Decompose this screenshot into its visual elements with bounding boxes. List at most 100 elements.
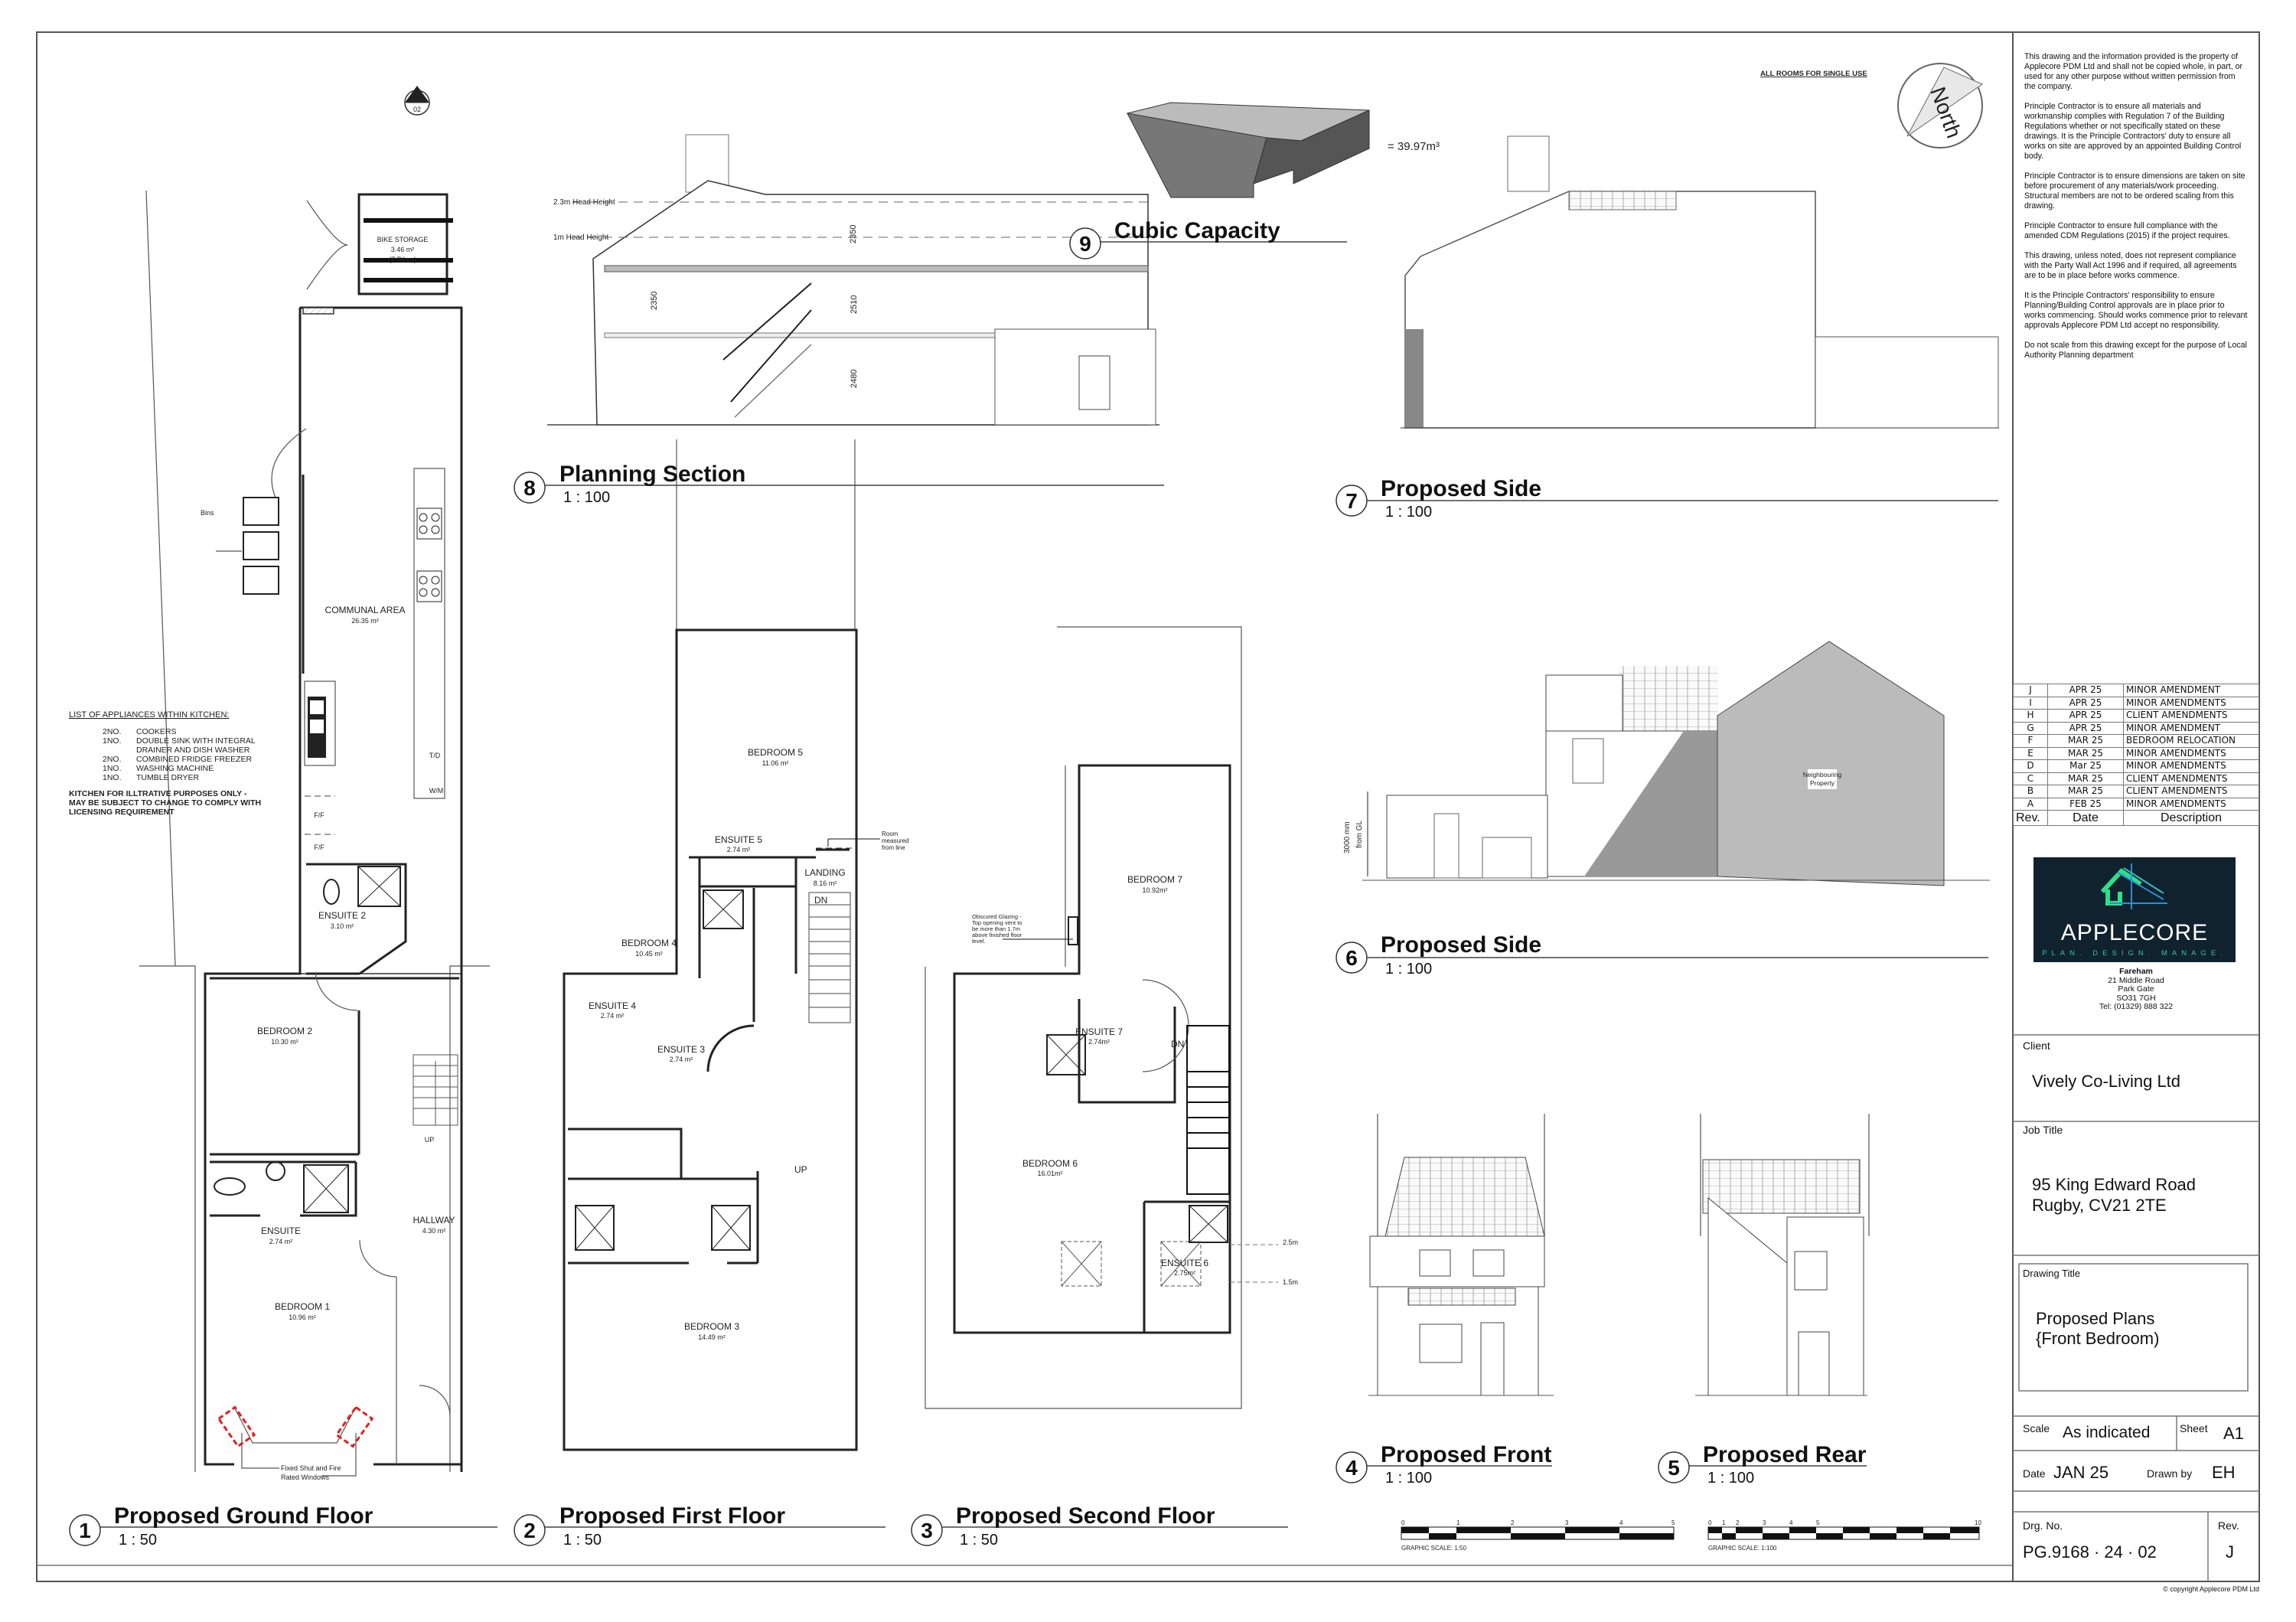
dimension-label: 2350 bbox=[650, 292, 659, 310]
view-title: Proposed First Floor bbox=[559, 1503, 785, 1529]
ensuite-5-label: ENSUITE 5 bbox=[715, 834, 762, 845]
drawing-number: PG.9168 · 24 · 02 bbox=[2023, 1542, 2157, 1562]
stairs-icon bbox=[808, 892, 851, 1023]
scale-label: GRAPHIC SCALE: 1:50 bbox=[1401, 1545, 1466, 1552]
stairs-icon bbox=[1186, 1025, 1230, 1195]
washing-machine-label: W/M bbox=[429, 787, 444, 795]
bedroom-5-area: 11.06 m² bbox=[762, 759, 789, 767]
note-paragraph: Principle Contractor to ensure full comp… bbox=[2024, 221, 2230, 240]
svg-text:10: 10 bbox=[1975, 1519, 1981, 1526]
proposed-side-elevation-7 bbox=[1401, 135, 1999, 429]
svg-text:2: 2 bbox=[1736, 1519, 1740, 1526]
bedroom-4-area: 10.45 m² bbox=[635, 950, 663, 958]
neighbouring-property-label: Property bbox=[1810, 779, 1835, 787]
svg-text:4: 4 bbox=[1619, 1519, 1623, 1526]
svg-text:1NO.: 1NO. bbox=[103, 764, 122, 773]
cubic-capacity-diagram: = 39.97m³ bbox=[1126, 102, 1440, 198]
svg-text:1: 1 bbox=[1456, 1519, 1460, 1526]
ensuite-3-area: 2.74 m² bbox=[670, 1056, 693, 1063]
stairs-up-label: UP bbox=[794, 1164, 807, 1175]
scale-label: GRAPHIC SCALE: 1:100 bbox=[1708, 1545, 1777, 1552]
svg-text:COOKERS: COOKERS bbox=[136, 727, 177, 736]
svg-text:7: 7 bbox=[1345, 489, 1358, 513]
date-value: JAN 25 bbox=[2053, 1463, 2109, 1482]
view-title: Proposed Side bbox=[1381, 932, 1541, 958]
tumble-dryer-label: T/D bbox=[429, 752, 441, 759]
bedroom-3-area: 14.49 m² bbox=[698, 1333, 726, 1341]
general-notes: This drawing and the information provide… bbox=[2024, 52, 2248, 370]
kitchen-note: MAY BE SUBJECT TO CHANGE TO COMPLY WITH bbox=[69, 798, 261, 808]
svg-text:0: 0 bbox=[1401, 1519, 1405, 1526]
bedroom-6-label: BEDROOM 6 bbox=[1022, 1158, 1078, 1169]
graphic-scale-1-100: 0 1 2 3 4 5 10 GRAPHIC SCALE: 1:100 bbox=[1707, 1519, 1981, 1552]
dimension-label: 2480 bbox=[850, 370, 859, 388]
proposed-front-elevation bbox=[1368, 1114, 1554, 1396]
communal-area-area: 26.35 m² bbox=[351, 617, 379, 625]
drawing-title-line: Proposed Plans bbox=[2036, 1309, 2155, 1328]
bedroom-5-label: BEDROOM 5 bbox=[748, 747, 803, 758]
appliances-list: LIST OF APPLIANCES WITHIN KITCHEN: 2NO.C… bbox=[69, 710, 261, 817]
fire-windows-note: Rated Windows bbox=[281, 1474, 330, 1481]
job-address-line: 95 King Edward Road bbox=[2032, 1175, 2197, 1194]
ensuite-6-area: 2.75m² bbox=[1174, 1269, 1195, 1277]
rooflight-icon bbox=[1061, 1241, 1102, 1287]
view-title: Proposed Side bbox=[1381, 476, 1541, 501]
glazing-note: above finished floor bbox=[972, 932, 1022, 938]
first-floor-plan: Room measured from line BEDROOM 5 11.06 … bbox=[563, 439, 909, 1451]
hallway-area: 4.30 m² bbox=[422, 1227, 446, 1235]
scale-label: Scale bbox=[2023, 1422, 2050, 1434]
svg-text:8: 8 bbox=[523, 476, 536, 500]
svg-text:1: 1 bbox=[1722, 1519, 1726, 1526]
glazing-note: Obscured Glazing - bbox=[972, 913, 1022, 920]
svg-text:2NO.: 2NO. bbox=[103, 755, 122, 764]
svg-text:5: 5 bbox=[1816, 1519, 1820, 1526]
job-address-line: Rugby, CV21 2TE bbox=[2032, 1196, 2167, 1215]
glazing-note: level. bbox=[972, 938, 986, 945]
view-title-side6: 6 Proposed Side 1 : 100 bbox=[1336, 932, 1988, 977]
note-paragraph: This drawing, unless noted, does not rep… bbox=[2024, 251, 2237, 280]
ground-floor-plan: BIKE STORAGE 3.46 m² (7 Bikes) Bins F/F … bbox=[69, 190, 490, 1481]
second-floor-plan: DN 2.5m 1.5m BEDROOM 7 10.92m² ENSUITE 7… bbox=[925, 626, 1298, 1409]
svg-text:1NO.: 1NO. bbox=[103, 773, 122, 782]
view-scale: 1 : 100 bbox=[563, 489, 610, 506]
client-name: Vively Co-Living Ltd bbox=[2032, 1072, 2181, 1091]
view-title-ground: 1 Proposed Ground Floor 1 : 50 bbox=[69, 1503, 497, 1549]
view-scale: 1 : 50 bbox=[563, 1532, 602, 1549]
sheet-value: A1 bbox=[2223, 1424, 2244, 1443]
communal-area-label: COMMUNAL AREA bbox=[325, 605, 406, 615]
svg-text:WASHING MACHINE: WASHING MACHINE bbox=[136, 764, 214, 773]
client-label: Client bbox=[2023, 1039, 2050, 1052]
title-block-grid bbox=[2013, 1034, 2259, 1581]
sheet-label: Sheet bbox=[2180, 1422, 2208, 1434]
window-icon bbox=[1068, 916, 1078, 945]
svg-text:DRAINER AND DISH WASHER: DRAINER AND DISH WASHER bbox=[136, 746, 250, 755]
note-paragraph: This drawing and the information provide… bbox=[2024, 52, 2243, 91]
view-scale: 1 : 50 bbox=[960, 1532, 998, 1549]
view-title-side7: 7 Proposed Side 1 : 100 bbox=[1336, 476, 1998, 521]
svg-text:1: 1 bbox=[79, 1519, 91, 1542]
view-title-second: 3 Proposed Second Floor 1 : 50 bbox=[911, 1503, 1288, 1549]
glazing-note: be more than 1.7m bbox=[972, 925, 1020, 932]
view-title-rear: 5 Proposed Rear 1 : 100 bbox=[1658, 1442, 1867, 1487]
glazing-note: Top opening vent to bbox=[972, 919, 1022, 926]
section-marker: 8 02 bbox=[404, 86, 430, 116]
drawing-title-label: Drawing Title bbox=[2023, 1268, 2081, 1279]
bedroom-2-label: BEDROOM 2 bbox=[257, 1026, 312, 1036]
note-paragraph: Principle Contractor is to ensure all ma… bbox=[2024, 102, 2242, 161]
bedroom-3-label: BEDROOM 3 bbox=[684, 1321, 739, 1332]
planning-section: 2.3m Head Height 1m Head Height 2350 235… bbox=[547, 134, 1159, 426]
kitchen-note: KITCHEN FOR ILLTRATIVE PURPOSES ONLY - bbox=[69, 789, 247, 798]
ensuite-2-label: ENSUITE 2 bbox=[318, 910, 366, 921]
stairs-icon bbox=[413, 1054, 458, 1126]
note-paragraph: It is the Principle Contractors' respons… bbox=[2024, 291, 2248, 330]
bedroom-4-label: BEDROOM 4 bbox=[621, 938, 677, 948]
bedroom-2-area: 10.30 m² bbox=[271, 1038, 298, 1046]
height-dimension-label: from GL bbox=[1355, 820, 1364, 848]
view-title: Proposed Ground Floor bbox=[114, 1503, 373, 1529]
